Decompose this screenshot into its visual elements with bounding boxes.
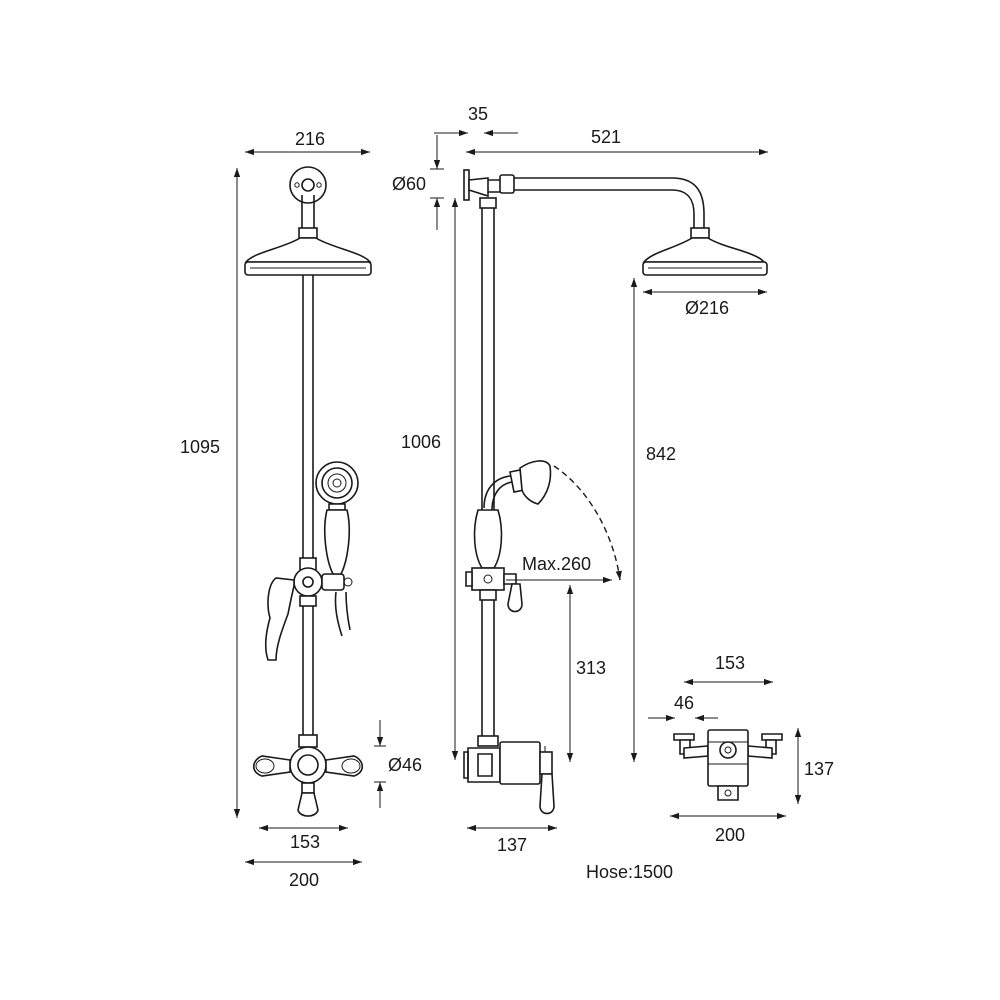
- front-shower-head: [244, 237, 372, 276]
- side-shower-arm: [479, 174, 705, 228]
- dim-label-side-handset-height: 313: [576, 658, 606, 678]
- dim-label-side-flange-diameter: Ø60: [392, 174, 426, 194]
- handset-swing-arc: [553, 465, 622, 581]
- dim-label-top-spacing: 153: [715, 653, 745, 673]
- dim-label-side-wall-offset: 35: [468, 104, 488, 124]
- side-hand-shower: [473, 460, 552, 569]
- front-riser-upper: [302, 275, 314, 560]
- dim-label-top-width: 200: [715, 825, 745, 845]
- front-wall-bracket: [289, 166, 327, 228]
- dim-label-side-handset-reach: Max.260: [522, 554, 591, 574]
- side-diverter: [465, 567, 523, 613]
- front-diverter-assembly: [265, 557, 353, 661]
- front-hand-shower: [315, 461, 359, 637]
- side-riser-upper: [481, 208, 495, 568]
- dim-label-side-head-diameter: Ø216: [685, 298, 729, 318]
- side-riser-lower: [481, 598, 495, 736]
- dim-label-side-valve-depth: 137: [497, 835, 527, 855]
- dim-label-side-arm-length: 521: [591, 127, 621, 147]
- hose-length-note: Hose:1500: [586, 862, 673, 882]
- dim-label-side-head-height: 842: [646, 444, 676, 464]
- dim-label-front-valve-spacing: 153: [290, 832, 320, 852]
- dim-label-front-valve-diameter: Ø46: [388, 755, 422, 775]
- top-view-valve: 153 46 137 200: [648, 653, 834, 845]
- side-wall-flange: [463, 169, 489, 201]
- side-view: 35 521 Ø60 1006 Ø216 842 Max.260 313 137: [392, 104, 768, 855]
- side-shower-head: [642, 227, 768, 276]
- dim-label-side-riser-height: 1006: [401, 432, 441, 452]
- side-thermostatic-valve: [463, 735, 555, 815]
- dim-label-front-base-width: 200: [289, 870, 319, 890]
- dim-label-top-offset: 46: [674, 693, 694, 713]
- dim-label-front-total-height: 1095: [180, 437, 220, 457]
- front-riser-lower: [302, 600, 314, 735]
- front-head-connector: [298, 227, 318, 239]
- front-view: 216 1095 Ø46 153 200: [180, 129, 422, 890]
- dim-label-top-depth: 137: [804, 759, 834, 779]
- front-thermostatic-valve: [252, 734, 364, 817]
- dim-label-front-head-width: 216: [295, 129, 325, 149]
